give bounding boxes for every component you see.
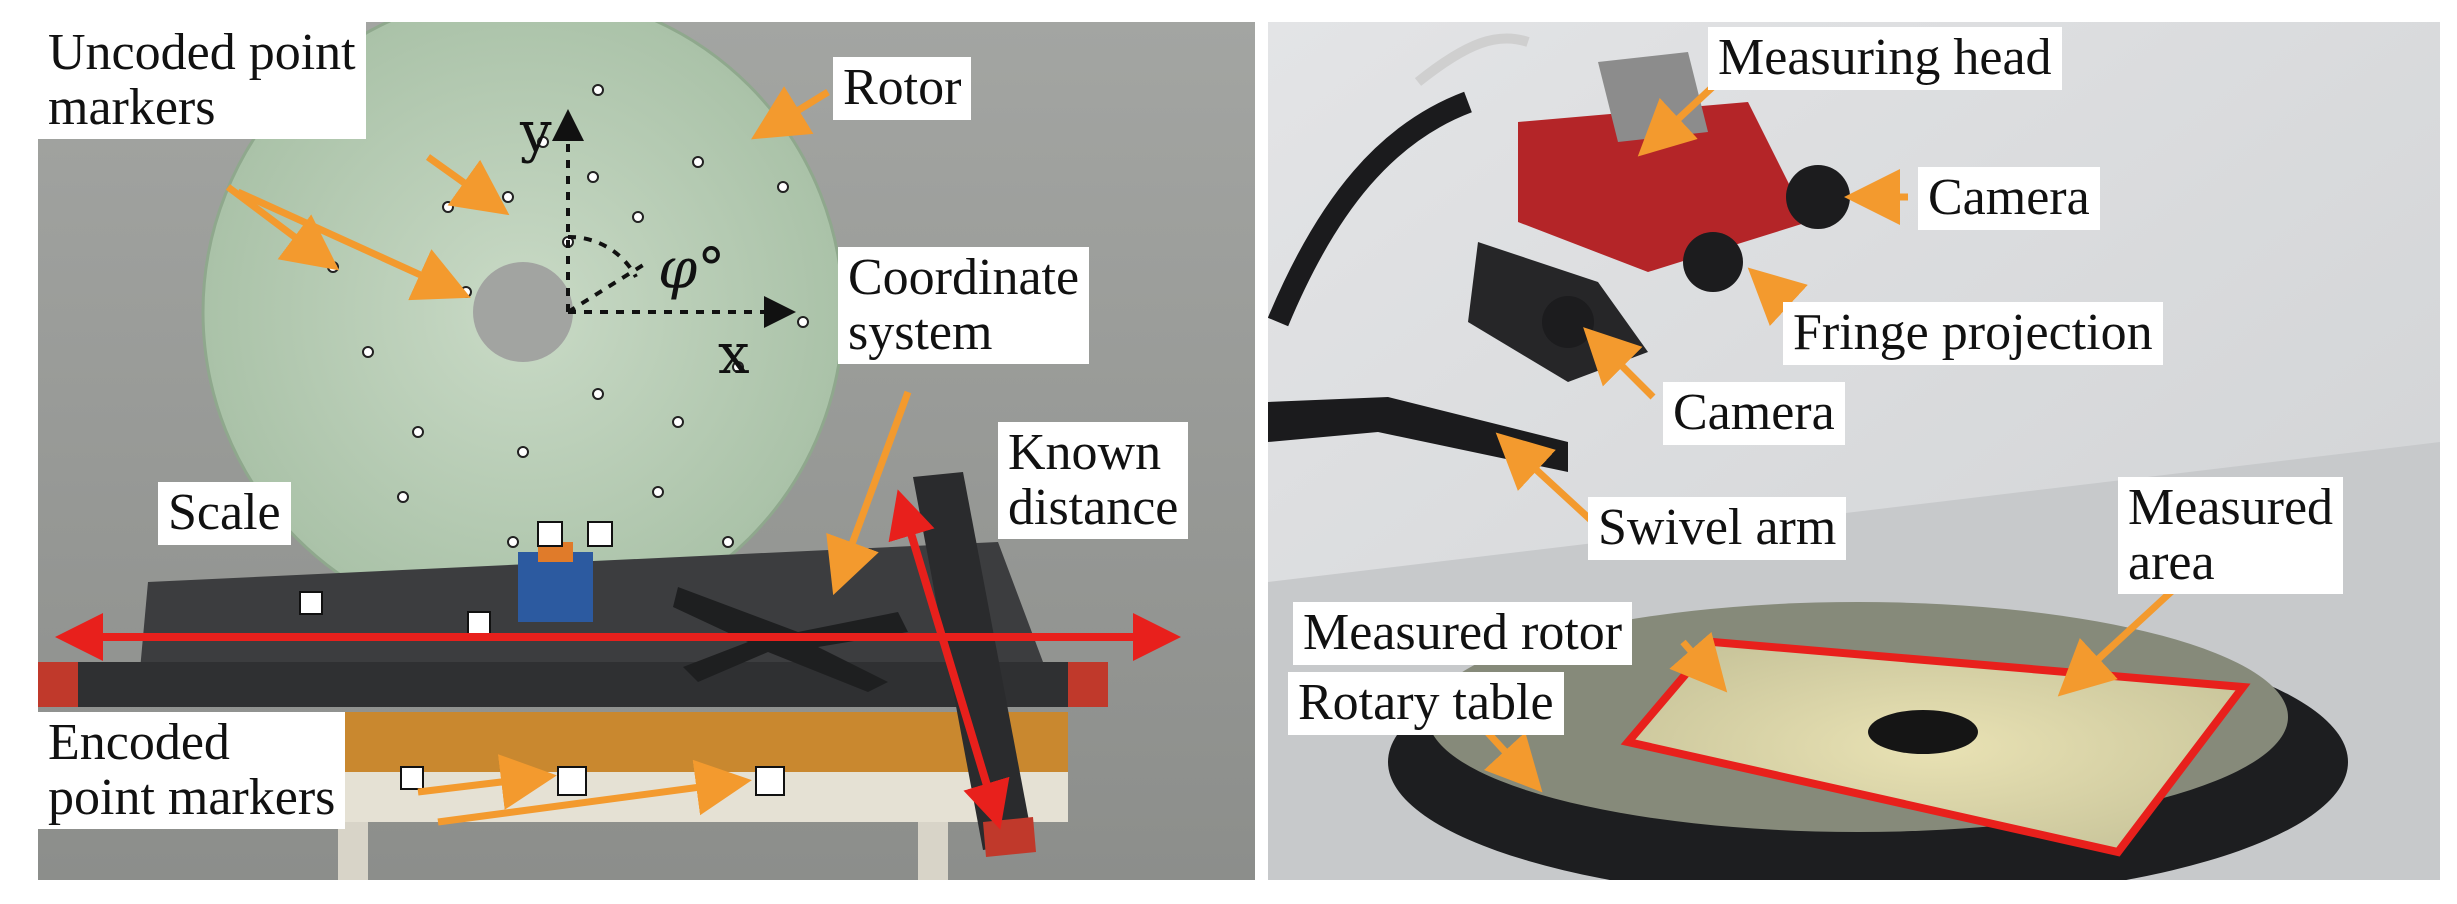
left-photo-panel: y x φ° Uncoded point markers Rotor Coord… bbox=[38, 22, 1255, 880]
table-frame bbox=[248, 772, 1068, 822]
camera-lens-top bbox=[1786, 165, 1850, 229]
rotary-table-label: Rotary table bbox=[1288, 672, 1564, 735]
rotor-holder bbox=[518, 552, 593, 622]
measuring-head-label: Measuring head bbox=[1708, 27, 2062, 90]
camera-bottom-label: Camera bbox=[1663, 382, 1845, 445]
swivel-arm bbox=[1268, 397, 1568, 472]
rotor-center-hole bbox=[1868, 710, 1978, 754]
measuring-setup-photo bbox=[1268, 22, 2440, 880]
scale-label: Scale bbox=[158, 482, 291, 545]
scale-bar bbox=[38, 662, 1108, 707]
rotor-hole bbox=[473, 262, 573, 362]
measuring-head-body bbox=[1518, 102, 1808, 272]
projector-lens bbox=[1683, 232, 1743, 292]
camera-top-label: Camera bbox=[1918, 167, 2100, 230]
uncoded-markers-label: Uncoded point markers bbox=[38, 22, 366, 140]
table-wood bbox=[248, 712, 1068, 772]
measured-rotor-label: Measured rotor bbox=[1293, 602, 1633, 665]
measured-area-label: Measured area bbox=[2118, 477, 2344, 595]
camera-lens-bottom bbox=[1542, 296, 1594, 348]
fringe-projection-label: Fringe projection bbox=[1783, 302, 2163, 365]
swivel-arm-label: Swivel arm bbox=[1588, 497, 1847, 560]
phi-label: φ° bbox=[658, 237, 726, 302]
coordinate-system-label: Coordinate system bbox=[838, 247, 1090, 365]
x-axis-label: x bbox=[718, 322, 750, 387]
known-distance-label: Known distance bbox=[998, 422, 1189, 540]
y-axis-label: y bbox=[520, 100, 552, 165]
rotor-label: Rotor bbox=[833, 57, 972, 120]
encoded-markers-label: Encoded point markers bbox=[38, 712, 346, 830]
right-photo-panel: Measuring head Camera Fringe projection … bbox=[1268, 22, 2440, 880]
cable bbox=[1268, 91, 1472, 327]
